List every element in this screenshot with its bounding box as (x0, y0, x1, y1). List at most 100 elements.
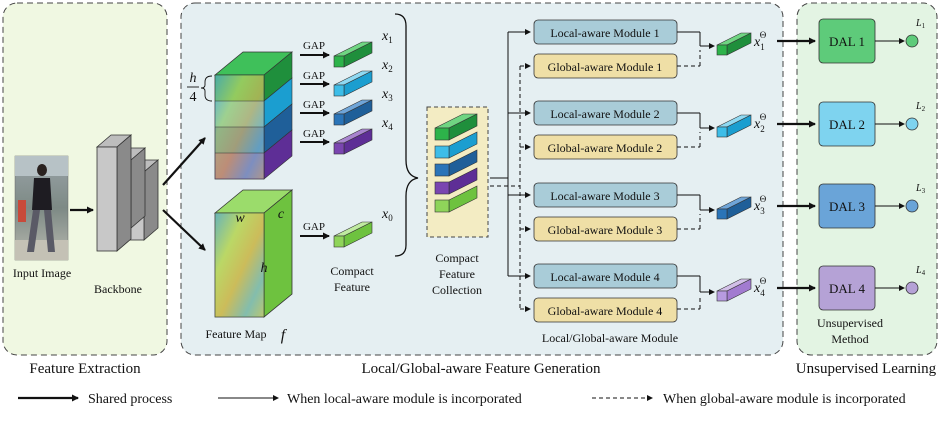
output-label-1: x1Θ (753, 30, 767, 52)
gap-group: GAP GAP GAP GAP GAP (300, 40, 330, 240)
global-module-2: Global-aware Module 2 (533, 134, 678, 160)
compact-feature-x4 (333, 128, 373, 155)
compact-feature-label-1: Compact (330, 264, 374, 278)
loss-node-4 (905, 281, 919, 295)
svg-text:x1: x1 (381, 29, 393, 45)
module-output-arrows (677, 31, 715, 295)
output-feature-1 (716, 32, 752, 56)
loss-node-1 (905, 34, 919, 48)
dal-2-label: DAL 2 (829, 117, 865, 132)
legend-local-label: When local-aware module is incorporated (287, 392, 522, 407)
output-feature-2 (716, 114, 752, 138)
loss-label-2: L2 (915, 101, 926, 113)
legend: Shared process When local-aware module i… (18, 392, 906, 407)
arrow-backbone-partmap (162, 137, 206, 186)
output-label-4: x4Θ (753, 276, 767, 298)
feature-map-symbol: f (281, 327, 288, 344)
module-output-dashed (677, 50, 701, 310)
dal-3-label: DAL 3 (829, 199, 865, 214)
gap-label-5: GAP (303, 221, 325, 233)
global-module-3: Global-aware Module 3 (533, 216, 678, 242)
global-module-1-label: Global-aware Module 1 (548, 60, 663, 74)
compact-feature-x1 (333, 41, 373, 68)
dal-input-arrows (777, 37, 816, 292)
local-module-1-label: Local-aware Module 1 (550, 26, 659, 40)
collection-stack (434, 113, 478, 213)
part-label-2: x2 (381, 58, 393, 74)
local-module-1: Local-aware Module 1 (533, 19, 678, 45)
svg-text:x2Θ: x2Θ (753, 112, 767, 134)
compact-feature-label-2: Feature (334, 280, 370, 294)
svg-text:x4Θ: x4Θ (753, 276, 767, 298)
gap-label-2: GAP (303, 70, 325, 82)
loss-node-3 (905, 199, 919, 213)
gap-label-3: GAP (303, 99, 325, 111)
svg-text:x2: x2 (381, 58, 393, 74)
dal-3: DAL 3 (818, 183, 876, 229)
loss-arrows (875, 38, 905, 291)
section-title-generation: Local/Global-aware Feature Generation (361, 361, 601, 377)
local-module-4-label: Local-aware Module 4 (550, 270, 659, 284)
part-label-1: x1 (381, 29, 393, 45)
global-module-4-label: Global-aware Module 4 (548, 304, 663, 318)
legend-shared-label: Shared process (88, 392, 172, 407)
arrow-backbone-globalmap (162, 209, 206, 251)
h-over-4-numerator: h (190, 71, 197, 86)
dim-h: h (261, 261, 268, 276)
dal-2: DAL 2 (818, 101, 876, 147)
dal-4: DAL 4 (818, 265, 876, 311)
global-module-2-label: Global-aware Module 2 (548, 141, 663, 155)
output-feature-3 (716, 196, 752, 220)
local-module-3-label: Local-aware Module 3 (550, 189, 659, 203)
dal-4-label: DAL 4 (829, 281, 865, 296)
dal-1: DAL 1 (818, 18, 876, 64)
collection-label-1: Compact (435, 251, 479, 265)
loss-label-4: L4 (915, 265, 926, 277)
section-title-extraction: Feature Extraction (29, 361, 141, 377)
svg-text:L4: L4 (915, 265, 926, 277)
compact-feature-x3 (333, 99, 373, 126)
local-module-3: Local-aware Module 3 (533, 182, 678, 208)
local-module-2-label: Local-aware Module 2 (550, 107, 659, 121)
method-label-2: Method (831, 332, 868, 346)
input-image (14, 155, 69, 261)
h-over-4-denominator: 4 (190, 90, 197, 105)
dal-1-label: DAL 1 (829, 34, 865, 49)
legend-global-label: When global-aware module is incorporated (663, 392, 906, 407)
svg-text:L3: L3 (915, 183, 926, 195)
method-label-1: Unsupervised (817, 316, 883, 330)
global-module-3-label: Global-aware Module 3 (548, 223, 663, 237)
collection-label-2: Feature (439, 267, 475, 281)
svg-text:x3Θ: x3Θ (753, 194, 767, 216)
feature-map-label: Feature Map (206, 327, 267, 341)
module-caption: Local/Global-aware Module (542, 331, 678, 345)
loss-label-3: L3 (915, 183, 926, 195)
svg-text:L2: L2 (915, 101, 926, 113)
loss-label-1: L1 (915, 18, 926, 30)
routing-solid (490, 29, 531, 279)
routing-dashed (490, 63, 531, 312)
output-label-3: x3Θ (753, 194, 767, 216)
global-feature-map (213, 189, 294, 318)
svg-text:L1: L1 (915, 18, 926, 30)
collection-label-3: Collection (432, 283, 482, 297)
global-module-1: Global-aware Module 1 (533, 53, 678, 79)
compact-feature-x0 (333, 221, 373, 248)
loss-node-2 (905, 117, 919, 131)
input-image-label: Input Image (13, 266, 71, 280)
section-title-unsupervised: Unsupervised Learning (796, 361, 937, 377)
gap-label-1: GAP (303, 40, 325, 52)
output-label-2: x2Θ (753, 112, 767, 134)
feature-extraction-panel (2, 2, 168, 356)
dim-c: c (278, 207, 285, 222)
part-feature-map (213, 51, 294, 180)
collection-brace (394, 13, 419, 257)
local-module-2: Local-aware Module 2 (533, 100, 678, 126)
svg-text:x1Θ: x1Θ (753, 30, 767, 52)
global-module-4: Global-aware Module 4 (533, 297, 678, 323)
h-over-4-brace (200, 75, 213, 102)
dim-w: w (235, 211, 245, 226)
backbone-label: Backbone (94, 282, 142, 296)
